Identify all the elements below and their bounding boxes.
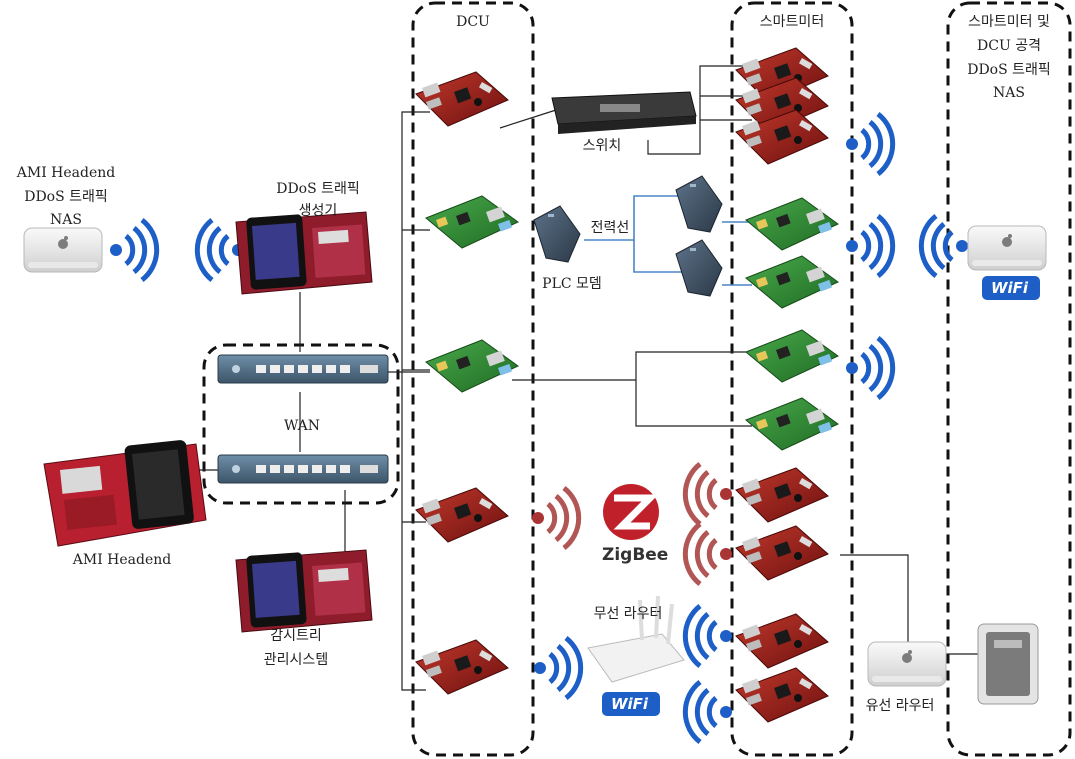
attack-title-line3: DDoS 트래픽	[967, 62, 1051, 78]
meter-wifi-waves-icon	[685, 682, 732, 742]
zigbee-label: ZigBee	[602, 545, 668, 565]
dcu-green-board-icon	[425, 339, 519, 393]
dcu-group-box	[411, 1, 535, 757]
switch-hub-icon	[551, 91, 697, 134]
monitor-label-line1: 감시트리	[270, 628, 322, 644]
meter-wifi-waves-icon	[685, 606, 732, 666]
wan-switch-top-icon	[217, 354, 389, 384]
smartmeter-title: 스마트미터	[760, 14, 824, 30]
attack-group-box	[946, 1, 1072, 757]
ddos-generator-tablet-board-icon	[235, 211, 373, 295]
wifi-badge-icon: WiFi	[602, 692, 660, 716]
attack-title-line2: DCU 공격	[977, 38, 1041, 54]
meter-red-board-icon	[735, 109, 829, 165]
monitor-label-line2: 관리시스템	[264, 652, 328, 668]
svg-text:WiFi: WiFi	[991, 279, 1029, 297]
meter-red-board-icon	[735, 525, 829, 581]
ami-nas-label-line3: NAS	[50, 212, 82, 228]
dcu-green-board-icon	[425, 195, 519, 249]
wireless-router-icon	[587, 595, 685, 683]
ami-nas-apple-mini-icon	[23, 227, 103, 273]
wan-label: WAN	[284, 418, 320, 434]
nas-wifi-waves-icon	[921, 216, 968, 276]
ami-nas-wifi-icon	[110, 220, 157, 280]
wan-group-box	[202, 343, 400, 505]
meter-red-board-icon	[735, 667, 829, 723]
attack-nas-apple-mini-icon	[967, 225, 1047, 271]
switch-label: 스위치	[583, 138, 622, 154]
smartmeter-group-box	[730, 1, 854, 757]
monitor-system-tablet-board-icon	[235, 549, 373, 633]
meter-red-board-icon	[735, 467, 829, 523]
ami-nas-label-line2: DDoS 트래픽	[24, 189, 108, 205]
wireless-router-label: 무선 라우터	[594, 606, 663, 622]
svg-text:WiFi: WiFi	[611, 695, 649, 713]
meter-zigbee-waves-icon	[685, 524, 732, 584]
ddos-gen-label-line1: DDoS 트래픽	[276, 181, 360, 197]
attack-title-line1: 스마트미터 및	[968, 14, 1050, 30]
wifi-badge-icon: WiFi	[982, 276, 1040, 300]
wired-router-apple-mini-icon	[867, 641, 947, 687]
dcu-zigbee-waves-icon	[532, 488, 579, 548]
attack-title-line4: NAS	[993, 85, 1025, 101]
plc-modem-icon	[533, 205, 581, 263]
meter-green-board-icon	[745, 255, 839, 309]
meter-zigbee-waves-icon	[685, 464, 732, 524]
plc-modem-label: PLC 모뎀	[542, 276, 602, 292]
plc-modem-icon	[675, 175, 723, 233]
connection-lines	[190, 65, 978, 691]
plc-modem-icon	[675, 239, 723, 297]
zigbee-logo-icon	[603, 484, 659, 540]
ami-nas-label-line1: AMI Headend	[16, 165, 116, 181]
wan-switch-bottom-icon	[217, 454, 389, 484]
meter-green-board-icon	[745, 397, 839, 451]
ami-headend-board-icon	[43, 440, 207, 547]
server-tower-icon	[977, 623, 1039, 705]
meter-green-board-icon	[745, 197, 839, 251]
powerline-lines	[584, 195, 752, 286]
powerline-label: 전력선	[591, 220, 630, 236]
dcu-wifi-waves-icon	[534, 638, 581, 698]
dcu-red-board-icon	[415, 71, 509, 127]
dcu-red-board-icon	[415, 639, 509, 695]
meter-red-board-icon	[735, 613, 829, 669]
dcu-red-board-icon	[415, 487, 509, 543]
wired-router-label: 유선 라우터	[866, 698, 935, 714]
ddos-gen-label-line2: 생성기	[299, 203, 338, 219]
ami-headend-label: AMI Headend	[72, 552, 172, 568]
dcu-title: DCU	[456, 14, 490, 30]
meter-green-board-icon	[745, 329, 839, 383]
